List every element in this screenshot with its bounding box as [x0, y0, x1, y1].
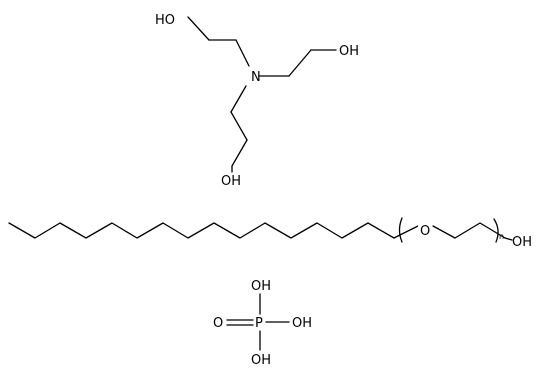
bond — [479, 222, 506, 239]
ether-oxygen-background — [418, 223, 432, 237]
bond — [393, 225, 419, 239]
ether-oxygen-label: O — [420, 224, 430, 239]
bond — [187, 16, 210, 41]
bond — [504, 237, 513, 241]
repeat-bracket-left — [398, 217, 403, 243]
hydroxyl-label-right: OH — [292, 316, 312, 331]
bond — [230, 85, 247, 113]
bond — [432, 225, 456, 239]
double-bonded-oxygen-label: O — [213, 316, 223, 331]
hydroxyl-label-top: HO — [155, 13, 175, 28]
hydroxyl-label-bottom: OH — [221, 174, 241, 189]
hydroxyl-label-right: OH — [339, 44, 359, 59]
phosphorus-atom-label: P — [255, 316, 263, 331]
hydroxyl-label-top: OH — [251, 279, 271, 294]
terminal-hydroxyl-label: OH — [512, 235, 532, 250]
repeat-subscript: n — [499, 232, 504, 241]
bond — [230, 111, 248, 141]
phosphoric-acid-molecule: P O OH OH OH — [213, 279, 312, 368]
bond — [231, 139, 248, 167]
bond — [454, 222, 481, 239]
repeat-bracket-right — [493, 218, 499, 243]
nitrogen-atom-label: N — [251, 70, 261, 85]
bond — [288, 49, 312, 77]
triethanolamine-molecule: N HO OH OH — [155, 13, 359, 189]
hydroxyl-label-bottom: OH — [251, 353, 271, 368]
laureth-molecule: n O OH — [8, 217, 532, 250]
bond — [235, 39, 250, 67]
alkyl-chain — [8, 222, 395, 239]
